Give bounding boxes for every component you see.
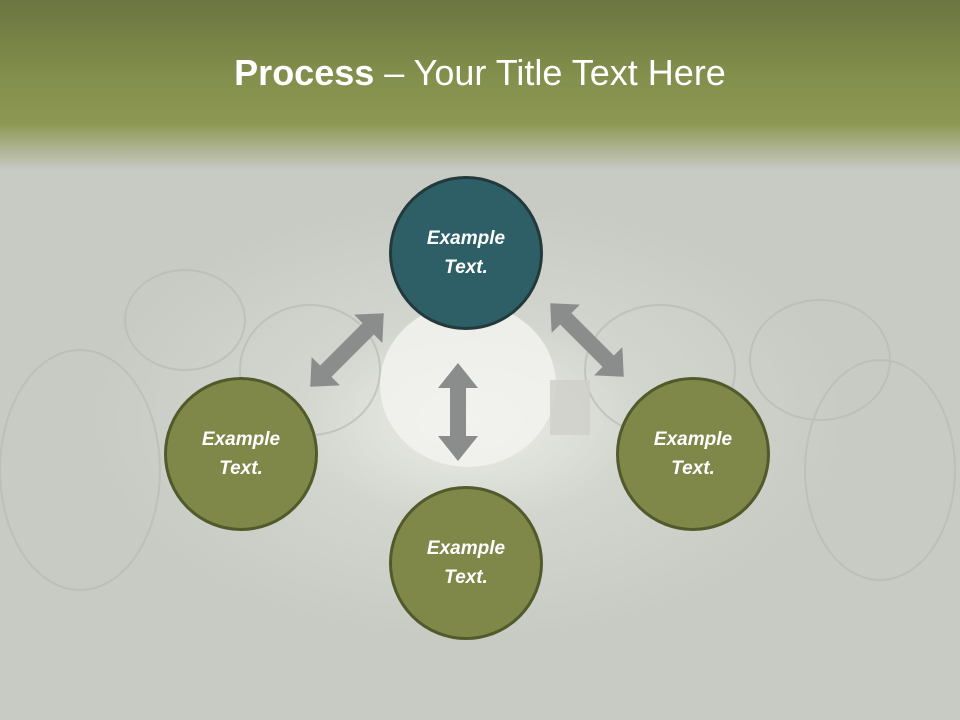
process-node-top[interactable]: Example Text. — [389, 176, 543, 330]
double-arrow-vertical — [438, 363, 478, 461]
process-node-left[interactable]: Example Text. — [164, 377, 318, 531]
slide-title: Process – Your Title Text Here — [0, 52, 960, 94]
node-text-line1: Example — [426, 538, 506, 559]
title-bar — [0, 0, 960, 170]
process-node-bottom[interactable]: Example Text. — [389, 486, 543, 640]
node-text-line1: Example — [426, 228, 506, 249]
title-rest: – Your Title Text Here — [374, 52, 726, 93]
title-bold: Process — [234, 52, 375, 93]
node-text-line1: Example — [653, 429, 733, 450]
node-text-line2: Text. — [219, 458, 263, 479]
double-arrow-left-diagonal — [310, 313, 384, 387]
double-arrow-right-diagonal — [550, 303, 624, 377]
node-text-line2: Text. — [444, 567, 488, 588]
node-text-line1: Example — [201, 429, 281, 450]
node-text-line2: Text. — [444, 257, 488, 278]
process-node-right[interactable]: Example Text. — [616, 377, 770, 531]
node-text-line2: Text. — [671, 458, 715, 479]
